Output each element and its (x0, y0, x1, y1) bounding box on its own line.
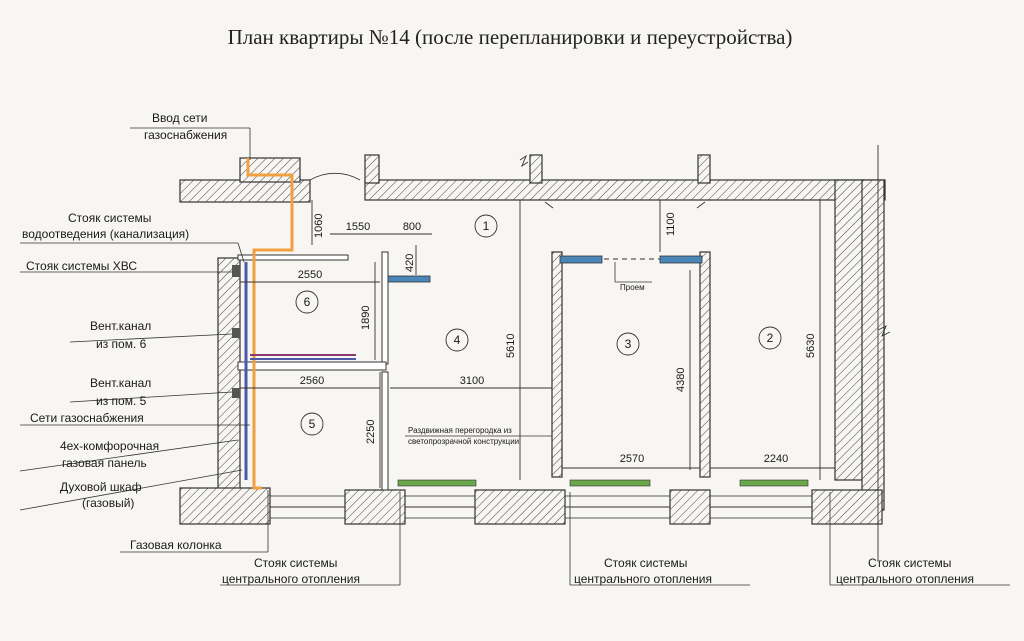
label-heating-1b: центрального отопления (222, 572, 360, 586)
label-drain-1: Стояк системы (68, 211, 151, 225)
label-vent6-2: из пом. 6 (96, 337, 147, 351)
dim-2250: 2250 (365, 420, 377, 444)
room-5-number: 5 (309, 417, 316, 431)
label-stove-2: газовая панель (62, 456, 147, 470)
dim-2550: 2550 (298, 269, 322, 281)
room-3-number: 3 (625, 337, 632, 351)
walls (179, 154, 886, 525)
label-oven-1: Духовой шкаф (60, 480, 142, 494)
label-heating-3a: Стояк системы (868, 556, 951, 570)
room-4-number: 4 (454, 333, 461, 347)
dim-1100: 1100 (665, 212, 677, 236)
dim-2240: 2240 (764, 453, 788, 465)
dim-420: 420 (404, 254, 416, 272)
label-heating-2a: Стояк системы (604, 556, 687, 570)
label-cold-water: Стояк системы ХВС (26, 259, 137, 273)
plan-title: План квартиры №14 (после перепланировки … (228, 25, 793, 49)
label-heating-2b: центрального отопления (574, 572, 712, 586)
windows (269, 495, 813, 519)
dim-1890: 1890 (360, 306, 372, 330)
dim-2570: 2570 (620, 453, 644, 465)
dim-5610: 5610 (505, 334, 517, 358)
partition-label-2: светопрозрачной конструкции (408, 437, 519, 446)
label-heating-3b: центрального отопления (836, 572, 974, 586)
label-gas-network: Сети газоснабжения (30, 411, 144, 425)
dimension-lines (240, 145, 891, 560)
label-boiler: Газовая колонка (130, 538, 222, 552)
radiators (397, 479, 809, 487)
room-markers (295, 214, 782, 436)
label-gas-input-2: газоснабжения (144, 128, 227, 142)
dim-2560: 2560 (300, 375, 324, 387)
label-heating-1a: Стояк системы (254, 556, 337, 570)
dim-800: 800 (403, 221, 421, 233)
room-1-number: 1 (483, 219, 490, 233)
label-vent5-2: из пом. 5 (96, 394, 147, 408)
dim-1060: 1060 (313, 214, 325, 238)
opening-right (659, 255, 703, 264)
label-stove-1: 4ех-комфорочная (60, 439, 159, 453)
room-2-number: 2 (767, 331, 774, 345)
label-vent5-1: Вент.канал (90, 376, 151, 390)
door-arc (309, 172, 361, 181)
partition-label-1: Раздвижная перегородка из (408, 426, 512, 435)
opening-left (559, 255, 603, 264)
dim-3100: 3100 (460, 375, 484, 387)
dim-1550: 1550 (346, 221, 370, 233)
label-oven-2: (газовый) (82, 496, 134, 510)
left-annotations (19, 127, 1010, 586)
label-vent6-1: Вент.канал (90, 319, 151, 333)
room-6-number: 6 (304, 295, 311, 309)
label-drain-2: водоотведения (канализация) (22, 227, 189, 241)
dim-4380: 4380 (675, 368, 687, 392)
blue-partition (387, 275, 431, 283)
label-gas-input-1: Ввод сети (152, 111, 207, 125)
pipes (232, 158, 356, 490)
dim-5630: 5630 (805, 334, 817, 358)
opening-label: Проем (620, 283, 645, 292)
